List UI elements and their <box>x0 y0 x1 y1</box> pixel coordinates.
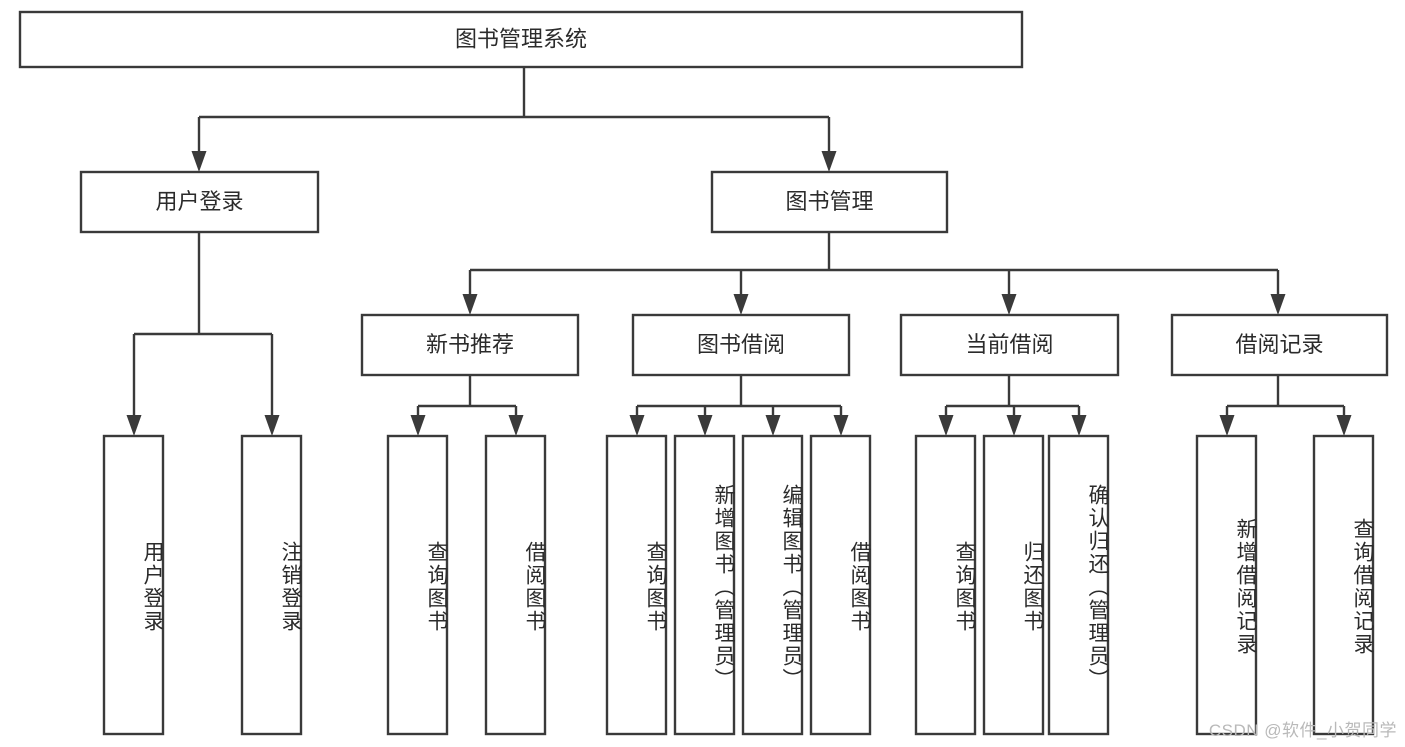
arrow-head-icon <box>697 415 713 436</box>
node-box-leaf-2[interactable] <box>386 434 449 736</box>
node-box-leaf-11[interactable] <box>1195 434 1258 736</box>
arrow-head-icon <box>508 415 524 436</box>
node-label-level2-1: 图书管理 <box>785 189 873 214</box>
node-box-level3-2[interactable] <box>899 313 1120 377</box>
connector-layer <box>126 67 1352 436</box>
node-label-level2-0: 用户登录 <box>155 189 243 214</box>
node-box-leaf-3[interactable] <box>484 434 547 736</box>
node-box-level2-0[interactable] <box>79 170 320 234</box>
node-box-leaf-0[interactable] <box>102 434 165 736</box>
node-box-leaf-8[interactable] <box>914 434 977 736</box>
node-label-level3-2: 当前借阅 <box>965 332 1053 357</box>
watermark: CSDN @软件_小贺同学 <box>1208 721 1397 740</box>
node-box-root-0[interactable] <box>18 10 1024 69</box>
arrow-head-icon <box>1336 415 1352 436</box>
node-label-root-0: 图书管理系统 <box>455 26 587 51</box>
node-box-level3-1[interactable] <box>631 313 851 377</box>
arrow-head-icon <box>733 294 749 315</box>
arrow-head-icon <box>126 415 142 436</box>
node-box-level3-3[interactable] <box>1170 313 1389 377</box>
arrow-head-icon <box>1001 294 1017 315</box>
node-box-leaf-4[interactable] <box>605 434 668 736</box>
node-box-leaf-6[interactable] <box>741 434 804 736</box>
node-box-leaf-9[interactable] <box>982 434 1045 736</box>
arrow-head-icon <box>833 415 849 436</box>
node-box-layer <box>18 10 1389 736</box>
node-box-leaf-7[interactable] <box>809 434 872 736</box>
arrow-head-icon <box>1006 415 1022 436</box>
node-label-level3-1: 图书借阅 <box>697 332 785 357</box>
arrow-head-icon <box>1071 415 1087 436</box>
node-label-level3-3: 借阅记录 <box>1235 332 1323 357</box>
node-box-leaf-1[interactable] <box>240 434 303 736</box>
arrow-head-icon <box>629 415 645 436</box>
arrow-head-icon <box>1219 415 1235 436</box>
arrow-head-icon <box>191 151 207 172</box>
arrow-head-icon <box>264 415 280 436</box>
node-box-level2-1[interactable] <box>710 170 949 234</box>
arrow-head-icon <box>410 415 426 436</box>
arrow-head-icon <box>938 415 954 436</box>
arrow-head-icon <box>1270 294 1286 315</box>
arrow-head-icon <box>462 294 478 315</box>
node-box-level3-0[interactable] <box>360 313 580 377</box>
node-box-leaf-12[interactable] <box>1312 434 1375 736</box>
node-label-level3-0: 新书推荐 <box>426 332 514 357</box>
node-box-leaf-10[interactable] <box>1047 434 1110 736</box>
arrow-head-icon <box>765 415 781 436</box>
node-box-leaf-5[interactable] <box>673 434 736 736</box>
arrow-head-icon <box>821 151 837 172</box>
